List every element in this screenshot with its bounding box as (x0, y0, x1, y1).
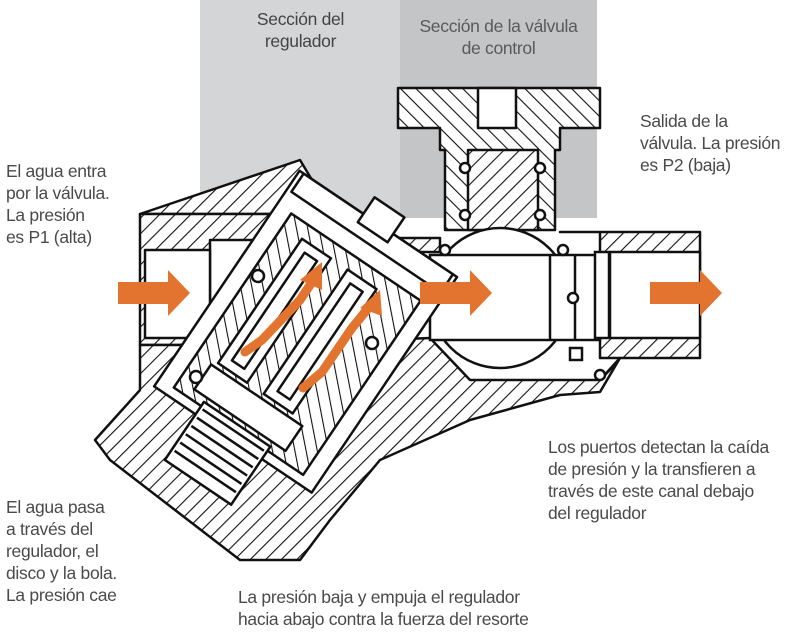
ports-annotation: Los puertos detectan la caída de presión… (548, 436, 769, 524)
control-valve-bonnet (396, 86, 602, 232)
spring (163, 400, 272, 506)
outlet-annotation-line: es P2 (baja) (640, 155, 731, 175)
spring-annotation-line: La presión baja y empuja el regulador (238, 587, 520, 607)
passage-annotation-line: regulador, el (6, 541, 99, 561)
outlet-annotation-line: válvula. La presión (640, 133, 781, 153)
inlet-annotation-line: es P1 (alta) (6, 227, 92, 247)
inlet-annotation-line: La presión (6, 205, 85, 225)
ports-annotation-line: Los puertos detectan la caída (548, 437, 769, 457)
passage-annotation-line: El agua pasa (6, 497, 105, 517)
flow-arrow-icon (118, 270, 722, 316)
spring-annotation: La presión baja y empuja el regulador ha… (238, 586, 529, 630)
passage-annotation-line: La presión cae (6, 585, 117, 605)
control-valve-section-title: Sección de la válvula de control (400, 15, 597, 59)
regulator-balls (188, 268, 380, 385)
ports-annotation-line: de presión y la transfieren a (548, 459, 756, 479)
control-valve-chamber (428, 226, 611, 382)
regulator-flow-arrows (240, 277, 375, 393)
inlet-annotation: El agua entra por la válvula. La presión… (6, 160, 110, 248)
regulator-flow-arrowheads (300, 262, 382, 316)
spring-annotation-line: hacia abajo contra la fuerza del resorte (238, 609, 529, 629)
passage-annotation-line: a través del (6, 519, 93, 539)
control-valve-section-title-line: Sección de la válvula (419, 16, 578, 36)
outlet-annotation-line: Salida de la (640, 111, 728, 131)
inlet-annotation-line: El agua entra (6, 161, 107, 181)
outlet-annotation: Salida de la válvula. La presión es P2 (… (640, 110, 781, 176)
regulator-section-title-line: regulador (264, 31, 337, 51)
inlet-annotation-line: por la válvula. (6, 183, 110, 203)
passage-annotation: El agua pasa a través del regulador, el … (6, 496, 117, 606)
control-valve-section-title-line: de control (461, 38, 536, 58)
regulator-cartridge (152, 169, 459, 506)
regulator-section-title-line: Sección del (256, 9, 345, 29)
passage-annotation-line: disco y la bola. (6, 563, 117, 583)
ports-annotation-line: través de este canal debajo (548, 481, 754, 501)
regulator-section-title: Sección del regulador (208, 8, 393, 52)
ports-annotation-line: del regulador (548, 503, 647, 523)
